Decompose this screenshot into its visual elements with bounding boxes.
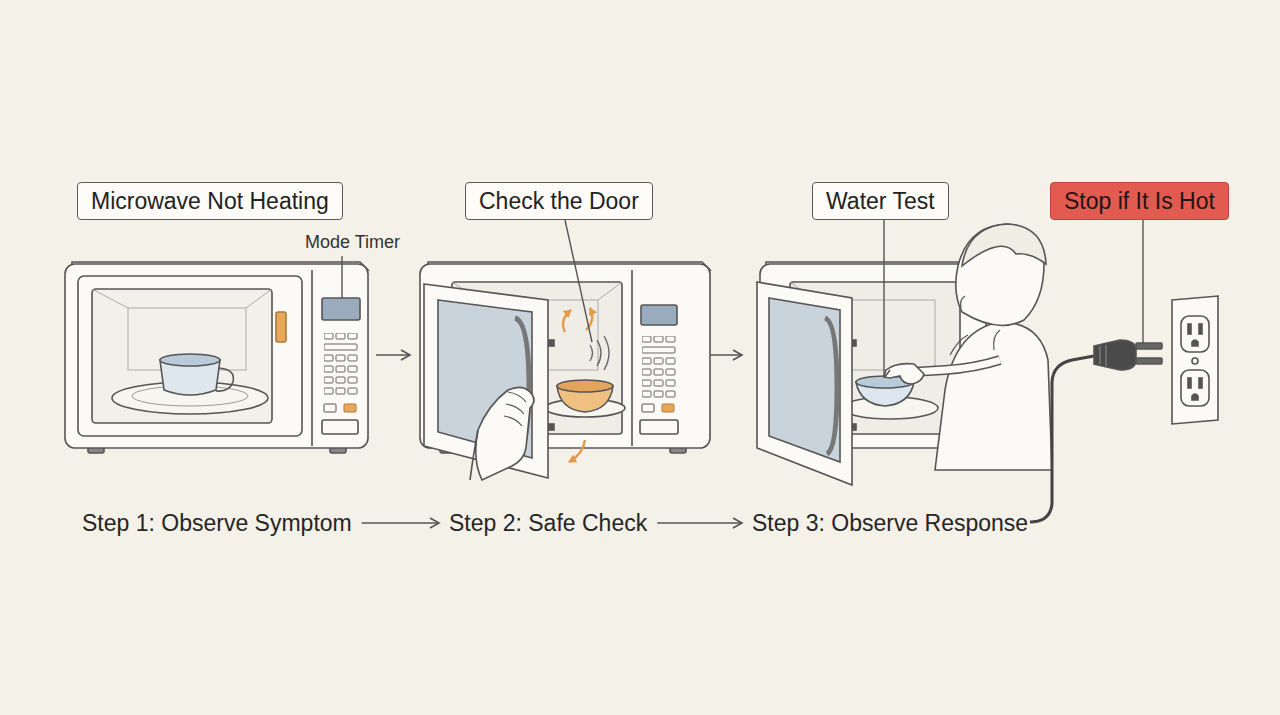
leader-line <box>1142 220 1143 343</box>
wall-outlet <box>1192 358 1198 364</box>
power-plug <box>1030 356 1094 522</box>
microwave-door-check <box>476 387 534 480</box>
box-text: Water Test <box>826 183 935 219</box>
microwave-door-check <box>640 420 678 434</box>
microwave-symptom <box>246 289 272 308</box>
microwave-water-test <box>994 330 1000 350</box>
microwave-symptom <box>324 333 357 394</box>
leader-line <box>883 220 884 378</box>
microwave-door-check <box>642 404 654 412</box>
microwave-door-check <box>641 305 677 325</box>
microwave-door-check <box>590 336 609 370</box>
step-label: Step 2: Safe Check <box>449 508 647 538</box>
microwave-water-test <box>885 364 924 384</box>
leader-line <box>341 256 342 298</box>
microwave-water-test <box>962 224 1046 266</box>
box-text: Stop if It Is Hot <box>1064 183 1215 219</box>
leader-line <box>565 220 592 342</box>
flow-arrow <box>657 522 742 524</box>
wall-outlet <box>1188 378 1191 388</box>
power-plug <box>1099 346 1101 364</box>
wall-outlet <box>1199 324 1202 334</box>
box-text: Step 1: Observe Symptom <box>82 508 352 538</box>
microwave-door-check <box>470 430 478 480</box>
callout-box: Check the Door <box>465 182 653 220</box>
wall-outlet <box>1199 378 1202 388</box>
microwave-symptom <box>160 354 220 366</box>
wall-outlet <box>1172 296 1218 424</box>
microwave-water-test <box>961 296 966 308</box>
wall-outlet <box>1181 316 1209 352</box>
microwave-door-check <box>662 404 674 412</box>
power-plug <box>1094 340 1136 370</box>
step-label: Step 3: Observe Response <box>752 508 1028 538</box>
microwave-water-test <box>935 322 1052 470</box>
microwave-water-test <box>769 298 840 462</box>
power-plug <box>1136 343 1162 349</box>
microwave-symptom <box>65 264 368 448</box>
microwave-door-check <box>569 440 585 462</box>
power-plug <box>1136 358 1162 364</box>
power-plug <box>1105 345 1107 366</box>
warning-box: Stop if It Is Hot <box>1050 182 1229 220</box>
wall-outlet <box>1192 394 1198 400</box>
wall-outlet <box>1181 370 1209 406</box>
microwave-water-test <box>825 318 837 454</box>
wall-outlet <box>1188 324 1191 334</box>
microwave-symptom <box>322 298 360 320</box>
microwave-symptom <box>324 404 336 412</box>
wall-outlet <box>1172 296 1218 424</box>
wall-outlet <box>1192 340 1198 346</box>
callout-box: Water Test <box>812 182 949 220</box>
flow-arrow <box>706 354 742 356</box>
box-text: Step 2: Safe Check <box>449 508 647 538</box>
box-text: Microwave Not Heating <box>91 183 329 219</box>
power-plug <box>1030 340 1162 522</box>
microwave-symptom <box>322 420 358 434</box>
microwave-door-check <box>631 270 633 446</box>
microwave-symptom <box>344 404 356 412</box>
microwave-door-check <box>420 262 710 480</box>
microwave-water-test <box>912 360 1000 372</box>
microwave-water-test <box>884 370 890 378</box>
callout-box: Microwave Not Heating <box>77 182 343 220</box>
microwave-door-check <box>563 310 571 332</box>
microwave-water-test <box>757 224 1052 485</box>
microwave-water-test <box>950 335 968 355</box>
step-label: Step 1: Observe Symptom <box>82 508 352 538</box>
microwave-door-check <box>557 380 613 392</box>
microwave-symptom <box>311 270 313 446</box>
flow-arrow <box>362 522 439 524</box>
flow-arrow <box>376 354 410 356</box>
box-text: Check the Door <box>479 183 639 219</box>
part-label: Mode Timer <box>305 232 400 253</box>
microwave-door-check <box>598 282 622 300</box>
box-text: Step 3: Observe Response <box>752 508 1028 538</box>
microwave-symptom <box>65 262 368 453</box>
microwave-symptom <box>128 308 246 370</box>
microwave-door-check <box>504 392 526 426</box>
microwave-water-test <box>757 282 852 485</box>
microwave-symptom <box>92 289 128 308</box>
microwave-symptom <box>78 276 302 436</box>
microwave-symptom <box>92 289 272 423</box>
leader-line <box>342 220 1143 378</box>
microwave-water-test <box>912 360 1000 372</box>
microwave-symptom <box>276 312 286 342</box>
microwave-door-check <box>642 336 675 397</box>
